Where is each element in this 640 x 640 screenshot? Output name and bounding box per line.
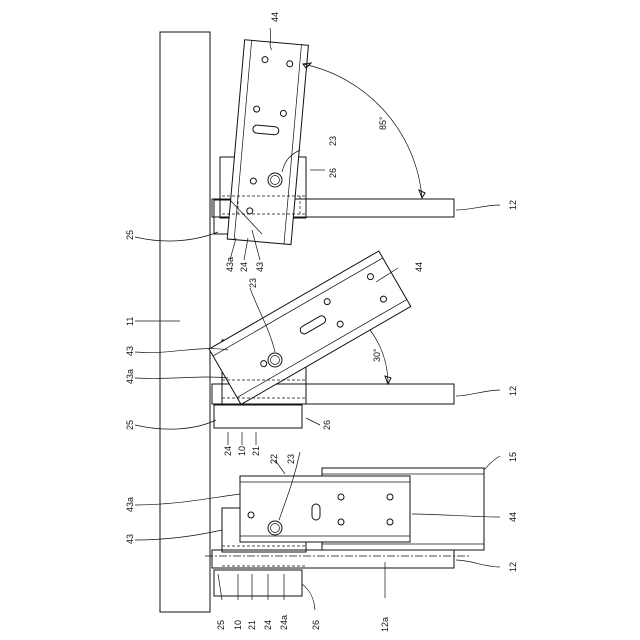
label-43a-mid: 43a: [125, 369, 135, 384]
label-44-mid: 44: [414, 262, 424, 272]
label-23-bot: 23: [286, 454, 296, 464]
label-22-bot: 22: [269, 454, 279, 464]
member-44-bot: [240, 476, 410, 542]
label-44-top: 44: [270, 12, 280, 22]
pin-23-top: [268, 173, 282, 187]
label-21-bot: 21: [247, 620, 257, 630]
label-23-mid: 23: [248, 278, 258, 288]
rail-12-bot: [212, 550, 454, 568]
label-43a-bot: 43a: [125, 497, 135, 512]
label-24-top: 24: [239, 262, 249, 272]
label-30-deg: 30°: [372, 348, 382, 362]
label-10-bot: 10: [233, 620, 243, 630]
label-43a-top: 43a: [225, 257, 235, 272]
label-43-bot: 43: [125, 534, 135, 544]
label-25-bot: 25: [216, 620, 226, 630]
label-15: 15: [508, 452, 518, 462]
label-10-mid: 10: [237, 446, 247, 456]
pin-23-mid: [268, 353, 282, 367]
bottom-assembly: [205, 468, 484, 596]
label-25-mid: 25: [125, 420, 135, 430]
label-11: 11: [125, 317, 135, 326]
base-plate-11: [160, 32, 210, 612]
label-24-mid: 24: [223, 446, 233, 456]
label-12-top: 12: [508, 200, 518, 210]
label-24a-bot: 24a: [279, 615, 289, 630]
label-44-bot: 44: [508, 512, 518, 522]
label-26-mid: 26: [322, 420, 332, 430]
block-25-mid: [214, 405, 302, 428]
label-21-mid: 21: [251, 446, 261, 456]
label-12-bot: 12: [508, 562, 518, 572]
member-44-mid: [209, 251, 411, 404]
label-12a: 12a: [380, 617, 390, 632]
label-43-mid: 43: [125, 346, 135, 356]
label-26-top: 26: [328, 168, 338, 178]
middle-assembly: [209, 251, 454, 428]
label-43-top: 43: [255, 262, 265, 272]
label-25-top: 25: [125, 230, 135, 240]
label-85-deg: 85°: [378, 116, 388, 130]
pin-23-bot: [268, 521, 282, 535]
block-25-bot: [214, 570, 302, 596]
angle-arc-85: [303, 64, 422, 198]
label-26-bot: 26: [311, 620, 321, 630]
label-24-bot: 24: [263, 620, 273, 630]
label-12-mid: 12: [508, 386, 518, 396]
label-23-top: 23: [328, 136, 338, 146]
